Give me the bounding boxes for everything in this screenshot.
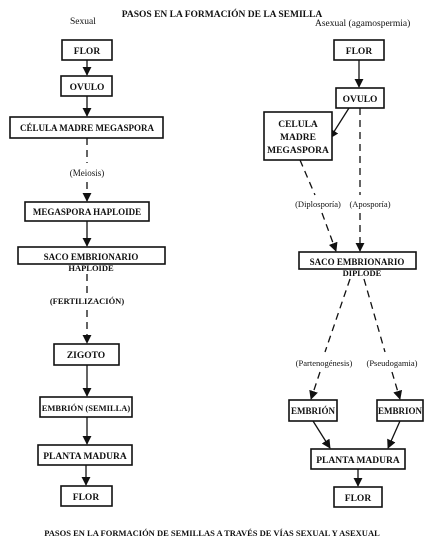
- dashed-celula-to-diplosporia: [299, 159, 316, 196]
- asexual-celula-label-line3: MEGASPORA: [267, 146, 329, 156]
- asexual-flor-bottom-label: FLOR: [345, 494, 372, 504]
- sexual-celula-label: CÉLULA MADRE MEGASPORA: [20, 123, 155, 133]
- arrow-pseudogamia-to-embrion: [391, 371, 403, 400]
- sexual-planta-label: PLANTA MADURA: [43, 452, 127, 462]
- sexual-saco-label-line2: HAPLOIDE: [68, 263, 114, 273]
- partenogenesis-label: (Partenogénesis): [296, 358, 353, 368]
- sexual-embrion-label: EMBRIÓN (SEMILLA): [42, 403, 131, 413]
- sexual-embrion-box: [39, 396, 133, 418]
- sexual-zigoto-label: ZIGOTO: [67, 351, 105, 361]
- diplosporia-label: (Diplosporía): [295, 199, 341, 209]
- asexual-saco-label-line2: DIPLODE: [343, 268, 382, 278]
- asexual-celula-label-line2: MADRE: [280, 133, 316, 143]
- asexual-celula-box: [263, 111, 333, 161]
- arrow-embrion-left-to-planta: [312, 420, 331, 449]
- page-title: PASOS EN LA FORMACIÓN DE LA SEMILLA: [122, 8, 323, 20]
- sexual-ovulo-label: OVULO: [70, 83, 105, 93]
- asexual-flor-bottom-box: [333, 486, 383, 508]
- figure-caption: PASOS EN LA FORMACIÓN DE SEMILLAS A TRAV…: [44, 528, 380, 538]
- arrow-ovulo-to-celula-asexual: [329, 107, 350, 139]
- asexual-flor-top-label: FLOR: [346, 47, 373, 57]
- sexual-heading: Sexual: [70, 17, 96, 27]
- sexual-saco-box: [17, 246, 166, 265]
- sexual-saco-label-line1: SACO EMBRIONARIO: [44, 252, 139, 262]
- sexual-planta-box: [37, 444, 133, 466]
- dashed-saco-to-partenogenesis: [324, 278, 351, 353]
- asexual-planta-label: PLANTA MADURA: [316, 456, 400, 466]
- asexual-embrion-left-label: EMBRIÓN: [291, 406, 336, 416]
- asexual-celula-label-line1: CELULA: [278, 120, 318, 130]
- sexual-flor-bottom-label: FLOR: [73, 493, 100, 503]
- sexual-megaspora-label: MEGASPORA HAPLOIDE: [33, 207, 141, 217]
- arrow-diplosporia-to-saco: [321, 212, 338, 252]
- arrow-partenogenesis-to-embrion: [309, 371, 321, 400]
- meiosis-label: (Meiosis): [70, 168, 105, 178]
- arrow-embrion-right-to-planta: [387, 420, 401, 449]
- sexual-flor-bottom-box: [60, 485, 113, 507]
- dashed-saco-to-pseudogamia: [363, 278, 386, 353]
- asexual-heading: Asexual (agamospermia): [315, 18, 410, 29]
- fertilizacion-label: (FERTILIZACIÓN): [50, 296, 124, 306]
- sexual-flor-top-label: FLOR: [74, 47, 101, 57]
- asexual-saco-label-line1: SACO EMBRIONARIO: [310, 257, 405, 267]
- asexual-ovulo-label: OVULO: [343, 95, 378, 105]
- aposporia-label: (Aposporía): [349, 199, 390, 209]
- asexual-embrion-right-label: EMBRION: [378, 406, 423, 416]
- asexual-saco-box: [298, 251, 417, 270]
- pseudogamia-label: (Pseudogamia): [367, 358, 418, 368]
